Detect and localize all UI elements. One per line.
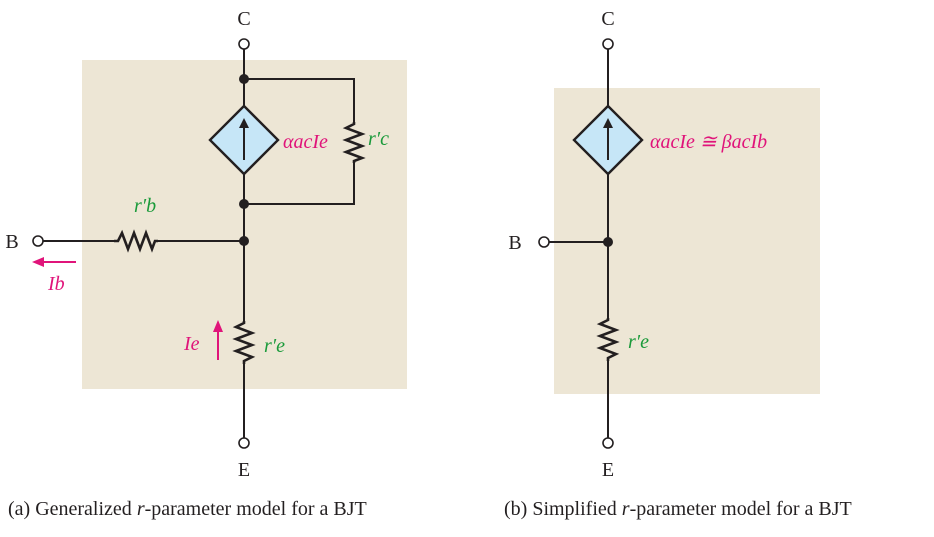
caption-b-r: r [622,498,630,520]
re-resistor-a [232,321,256,364]
rc-resistor [342,122,366,163]
label-c-b: C [601,8,614,30]
diagram-b: C B E αacIe ≅ βacIb r′e (b) Simplified r… [504,8,852,520]
ib-arrow-head [32,257,44,267]
source-arrow-head-a [239,118,249,128]
rc-label: r′c [368,128,389,150]
diagram-a: C B E αacIe r′c r′b r′e Ib Ie (a) Genera… [5,8,407,520]
emitter-terminal-b [602,437,614,449]
ib-label: Ib [47,273,65,295]
label-e-a: E [238,459,250,481]
caption-a-suffix: -parameter model for a BJT [145,498,367,520]
rb-label: r′b [134,195,156,217]
label-e-b: E [602,459,614,481]
re-label-a: r′e [264,335,285,357]
rc-bottom-wire [244,163,355,205]
node-mid-a [239,199,249,209]
emitter-terminal-a [238,437,250,449]
label-b-b: B [508,232,521,254]
source-label-b: αacIe ≅ βacIb [650,131,767,153]
rb-resistor [114,229,158,253]
re-label-b: r′e [628,331,649,353]
base-terminal-b [538,236,550,248]
caption-a: (a) Generalized r-parameter model for a … [8,498,367,520]
ie-label: Ie [183,333,200,355]
re-resistor-b [596,318,620,361]
ie-arrow-head [213,320,223,332]
collector-terminal-b [602,38,614,50]
source-arrow-head-b [603,118,613,128]
base-terminal-a [32,235,44,247]
caption-a-r: r [137,498,145,520]
label-c-a: C [237,8,250,30]
source-label-a: αacIe [283,131,328,153]
rc-top-wire [244,78,355,122]
caption-b-prefix: (b) Simplified [504,498,622,520]
collector-terminal-a [238,38,250,50]
node-top-a [239,74,249,84]
caption-a-prefix: (a) Generalized [8,498,137,520]
label-b-a: B [5,231,18,253]
caption-b: (b) Simplified r-parameter model for a B… [504,498,852,520]
caption-b-suffix: -parameter model for a BJT [630,498,852,520]
node-base-a [239,236,249,246]
